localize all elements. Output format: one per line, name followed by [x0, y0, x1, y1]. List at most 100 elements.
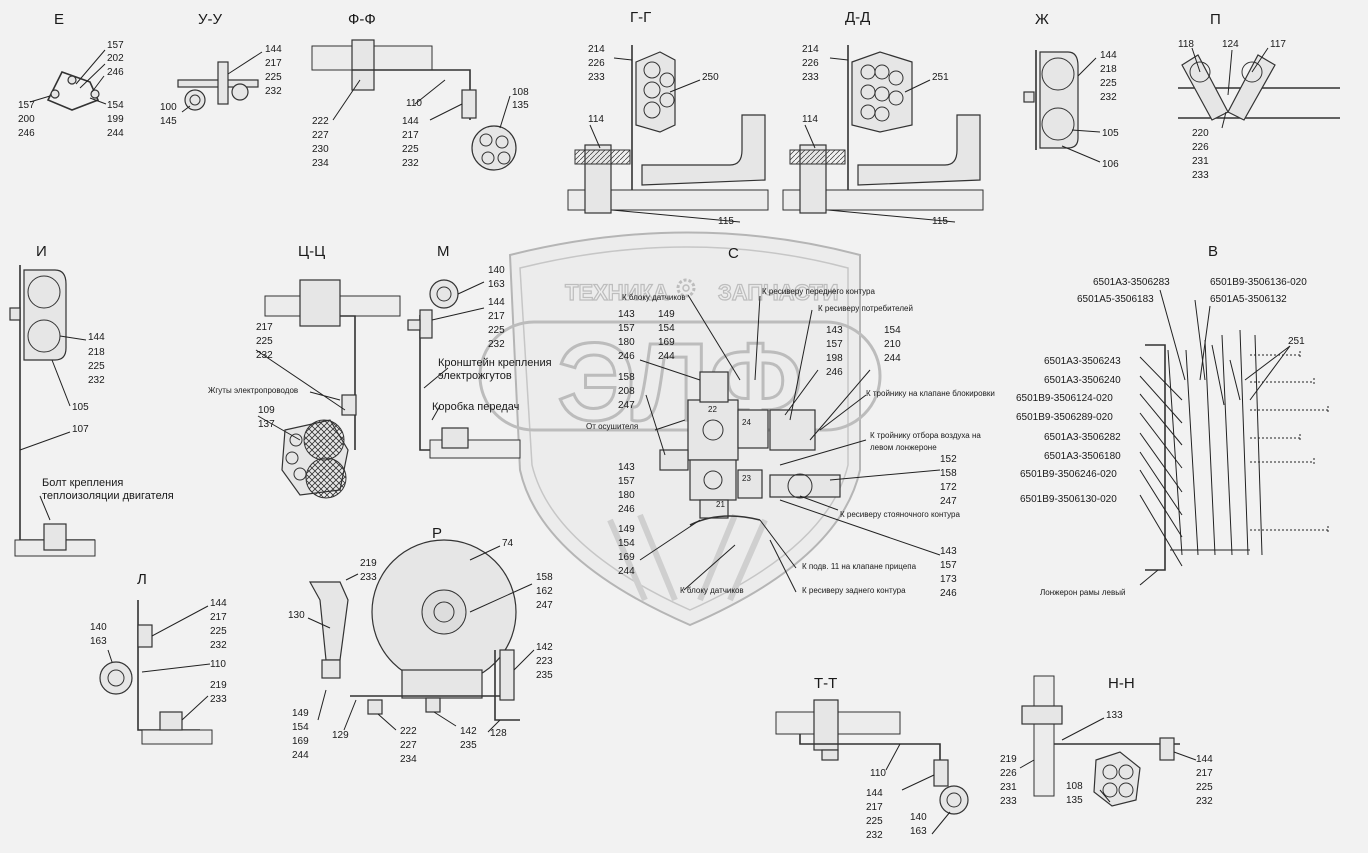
label-133: 133 [1106, 710, 1123, 721]
label-217-ff: 217 [402, 130, 419, 141]
pipe-end [1250, 434, 1301, 442]
label-208: 208 [618, 386, 635, 397]
leader-line [1139, 412, 1183, 469]
pipe-end [1250, 526, 1329, 534]
label-157-c2: 157 [826, 339, 843, 350]
section-title-r: Р [432, 525, 442, 542]
label-158-c: 158 [618, 372, 635, 383]
label-163-tt: 163 [910, 826, 927, 837]
label-108: 108 [512, 87, 529, 98]
label-149-c2: 149 [618, 524, 635, 535]
label-143-c: 143 [618, 309, 635, 320]
label-110-l: 110 [210, 659, 226, 670]
label-144-ff: 144 [402, 116, 419, 127]
section-title-uu: У-У [198, 11, 223, 28]
label-244-c2: 244 [884, 353, 901, 364]
label-225-i: 225 [88, 361, 105, 372]
label-108-nn: 108 [1066, 781, 1083, 792]
label-frame-left: Лонжерон рамы левый [1040, 588, 1125, 597]
watermark-text-right: ЗАПЧАСТИ [718, 280, 839, 305]
section-m: М 140 163 144 217 225 232 Кронштейн креп… [407, 243, 552, 459]
label-200: 200 [18, 114, 35, 125]
label-to-tee-2: левом лонжероне [870, 443, 937, 452]
label-232-tt: 232 [866, 830, 883, 841]
label-232: 232 [265, 86, 282, 97]
label-199: 199 [107, 114, 124, 125]
label-244-c: 244 [658, 351, 675, 362]
section-title-e: Е [54, 11, 64, 28]
label-bolt-2: теплоизоляции двигателя [42, 490, 174, 502]
label-114-dd: 114 [802, 114, 818, 125]
section-title-ff: Ф-Ф [348, 11, 376, 28]
label-118: 118 [1178, 39, 1194, 50]
label-225-tt: 225 [866, 816, 883, 827]
pipe-end [1250, 351, 1301, 359]
label-226-p: 226 [1192, 142, 1209, 153]
label-250: 250 [702, 72, 719, 83]
label-114: 114 [588, 114, 604, 125]
label-232-m: 232 [488, 339, 505, 350]
label-157-c3: 157 [618, 476, 635, 487]
label-142-r: 142 [536, 642, 553, 653]
section-r: Р 219 233 74 158 162 247 130 142 223 235… [288, 525, 553, 765]
label-225-l: 225 [210, 626, 227, 637]
label-247-c2: 247 [940, 496, 957, 507]
label-222: 222 [312, 116, 329, 127]
label-137: 137 [258, 419, 275, 430]
label-232-nn: 232 [1196, 796, 1213, 807]
label-233: 233 [588, 72, 605, 83]
label-to-parking-receiver: К ресиверу стояночного контура [840, 510, 961, 519]
label-162: 162 [536, 586, 553, 597]
section-title-gg: Г-Г [630, 9, 651, 26]
label-157-c: 157 [618, 323, 635, 334]
leader-line [1139, 432, 1183, 493]
label-234: 234 [312, 158, 329, 169]
label-246: 246 [107, 67, 124, 78]
label-144-i: 144 [88, 332, 105, 343]
label-217-l: 217 [210, 612, 227, 623]
label-180-c3: 180 [618, 490, 635, 501]
label-6501a5-3506183: 6501A5-3506183 [1077, 294, 1154, 305]
label-235-r: 235 [536, 670, 553, 681]
label-144: 144 [265, 44, 282, 55]
label-214: 214 [588, 44, 605, 55]
label-157-c4: 157 [940, 560, 957, 571]
label-135: 135 [512, 100, 529, 111]
label-246-c4: 246 [940, 588, 957, 599]
label-218: 218 [1100, 64, 1117, 75]
label-149-r: 149 [292, 708, 309, 719]
label-169-r: 169 [292, 736, 309, 747]
section-title-l: Л [137, 571, 147, 588]
label-158-c2: 158 [940, 468, 957, 479]
label-bracket-2: электрожгутов [438, 370, 512, 382]
section-title-zh: Ж [1035, 11, 1049, 28]
label-harness: Жгуты электропроводов [208, 386, 298, 395]
label-105: 105 [1102, 128, 1119, 139]
pipe-end [1250, 406, 1329, 414]
port-21: 21 [716, 500, 725, 509]
label-bracket-1: Кронштейн крепления [438, 357, 552, 369]
label-226-nn: 226 [1000, 768, 1017, 779]
label-105-i: 105 [72, 402, 89, 413]
leader-line [1139, 393, 1183, 446]
label-154-r: 154 [292, 722, 309, 733]
label-157-b: 157 [18, 100, 35, 111]
label-233-l: 233 [210, 694, 227, 705]
port-23: 23 [742, 474, 751, 483]
label-223: 223 [536, 656, 553, 667]
label-124: 124 [1222, 39, 1239, 50]
section-l: Л 144 217 225 232 140 163 110 219 233 [90, 571, 227, 745]
section-title-tt: Т-Т [814, 675, 837, 692]
label-to-tee-1: К тройнику отбора воздуха на [870, 431, 981, 440]
label-217-nn: 217 [1196, 768, 1213, 779]
label-to-block-valve: К тройнику на клапане блокировки [866, 389, 995, 398]
label-246-c2: 246 [826, 367, 843, 378]
label-246-c: 246 [618, 351, 635, 362]
label-225-ff: 225 [402, 144, 419, 155]
section-title-dd: Д-Д [845, 9, 870, 26]
label-231-nn: 231 [1000, 782, 1017, 793]
label-219-l: 219 [210, 680, 227, 691]
label-149-c: 149 [658, 309, 675, 320]
leader-line [1139, 469, 1183, 538]
